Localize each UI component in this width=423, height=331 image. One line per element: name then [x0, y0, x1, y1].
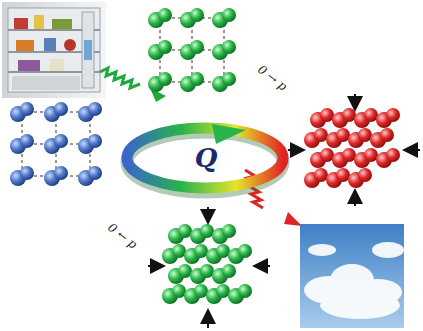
process-label: 0 → p — [255, 62, 290, 93]
heat-symbol: Q — [195, 143, 218, 173]
process-label: 0 ← p — [105, 220, 140, 251]
